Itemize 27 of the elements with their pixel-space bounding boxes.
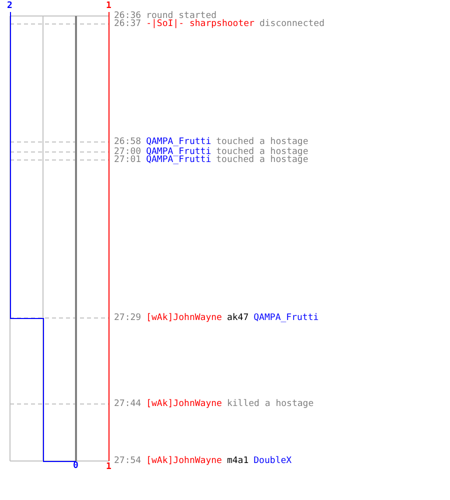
timestamp: 26:36 xyxy=(114,11,142,21)
player-name: [wAk]JohnWayne xyxy=(146,456,222,466)
event-text: touched a hostage xyxy=(216,155,308,165)
axis-label: 1 xyxy=(106,463,112,472)
axis-label: 0 xyxy=(73,462,78,471)
axis-label: 1 xyxy=(106,2,112,11)
timestamp: 27:00 xyxy=(114,147,142,157)
player-name: QAMPA_Frutti xyxy=(146,155,212,165)
timestamp: 27:01 xyxy=(114,155,142,165)
event-text: disconnected xyxy=(259,19,324,29)
player-name: -|SoI|- sharpshooter xyxy=(146,19,254,29)
player-name: QAMPA_Frutti xyxy=(254,313,319,323)
timestamp: 27:44 xyxy=(114,399,142,409)
timestamp: 27:29 xyxy=(114,313,142,323)
event-text: killed a hostage xyxy=(226,399,314,409)
weapon-name: ak47 xyxy=(226,313,249,323)
timestamp: 26:58 xyxy=(114,137,142,147)
timestamp: 27:54 xyxy=(114,456,142,466)
event-text: touched a hostage xyxy=(216,137,308,147)
timestamp: 26:37 xyxy=(114,19,142,29)
player-name: QAMPA_Frutti xyxy=(146,147,212,157)
axis-label: 2 xyxy=(7,2,12,11)
player-name: DoubleX xyxy=(254,456,292,466)
player-name: [wAk]JohnWayne xyxy=(146,313,222,323)
player-name: [wAk]JohnWayne xyxy=(146,399,222,409)
weapon-name: m4a1 xyxy=(226,456,249,466)
player-name: QAMPA_Frutti xyxy=(146,137,212,147)
